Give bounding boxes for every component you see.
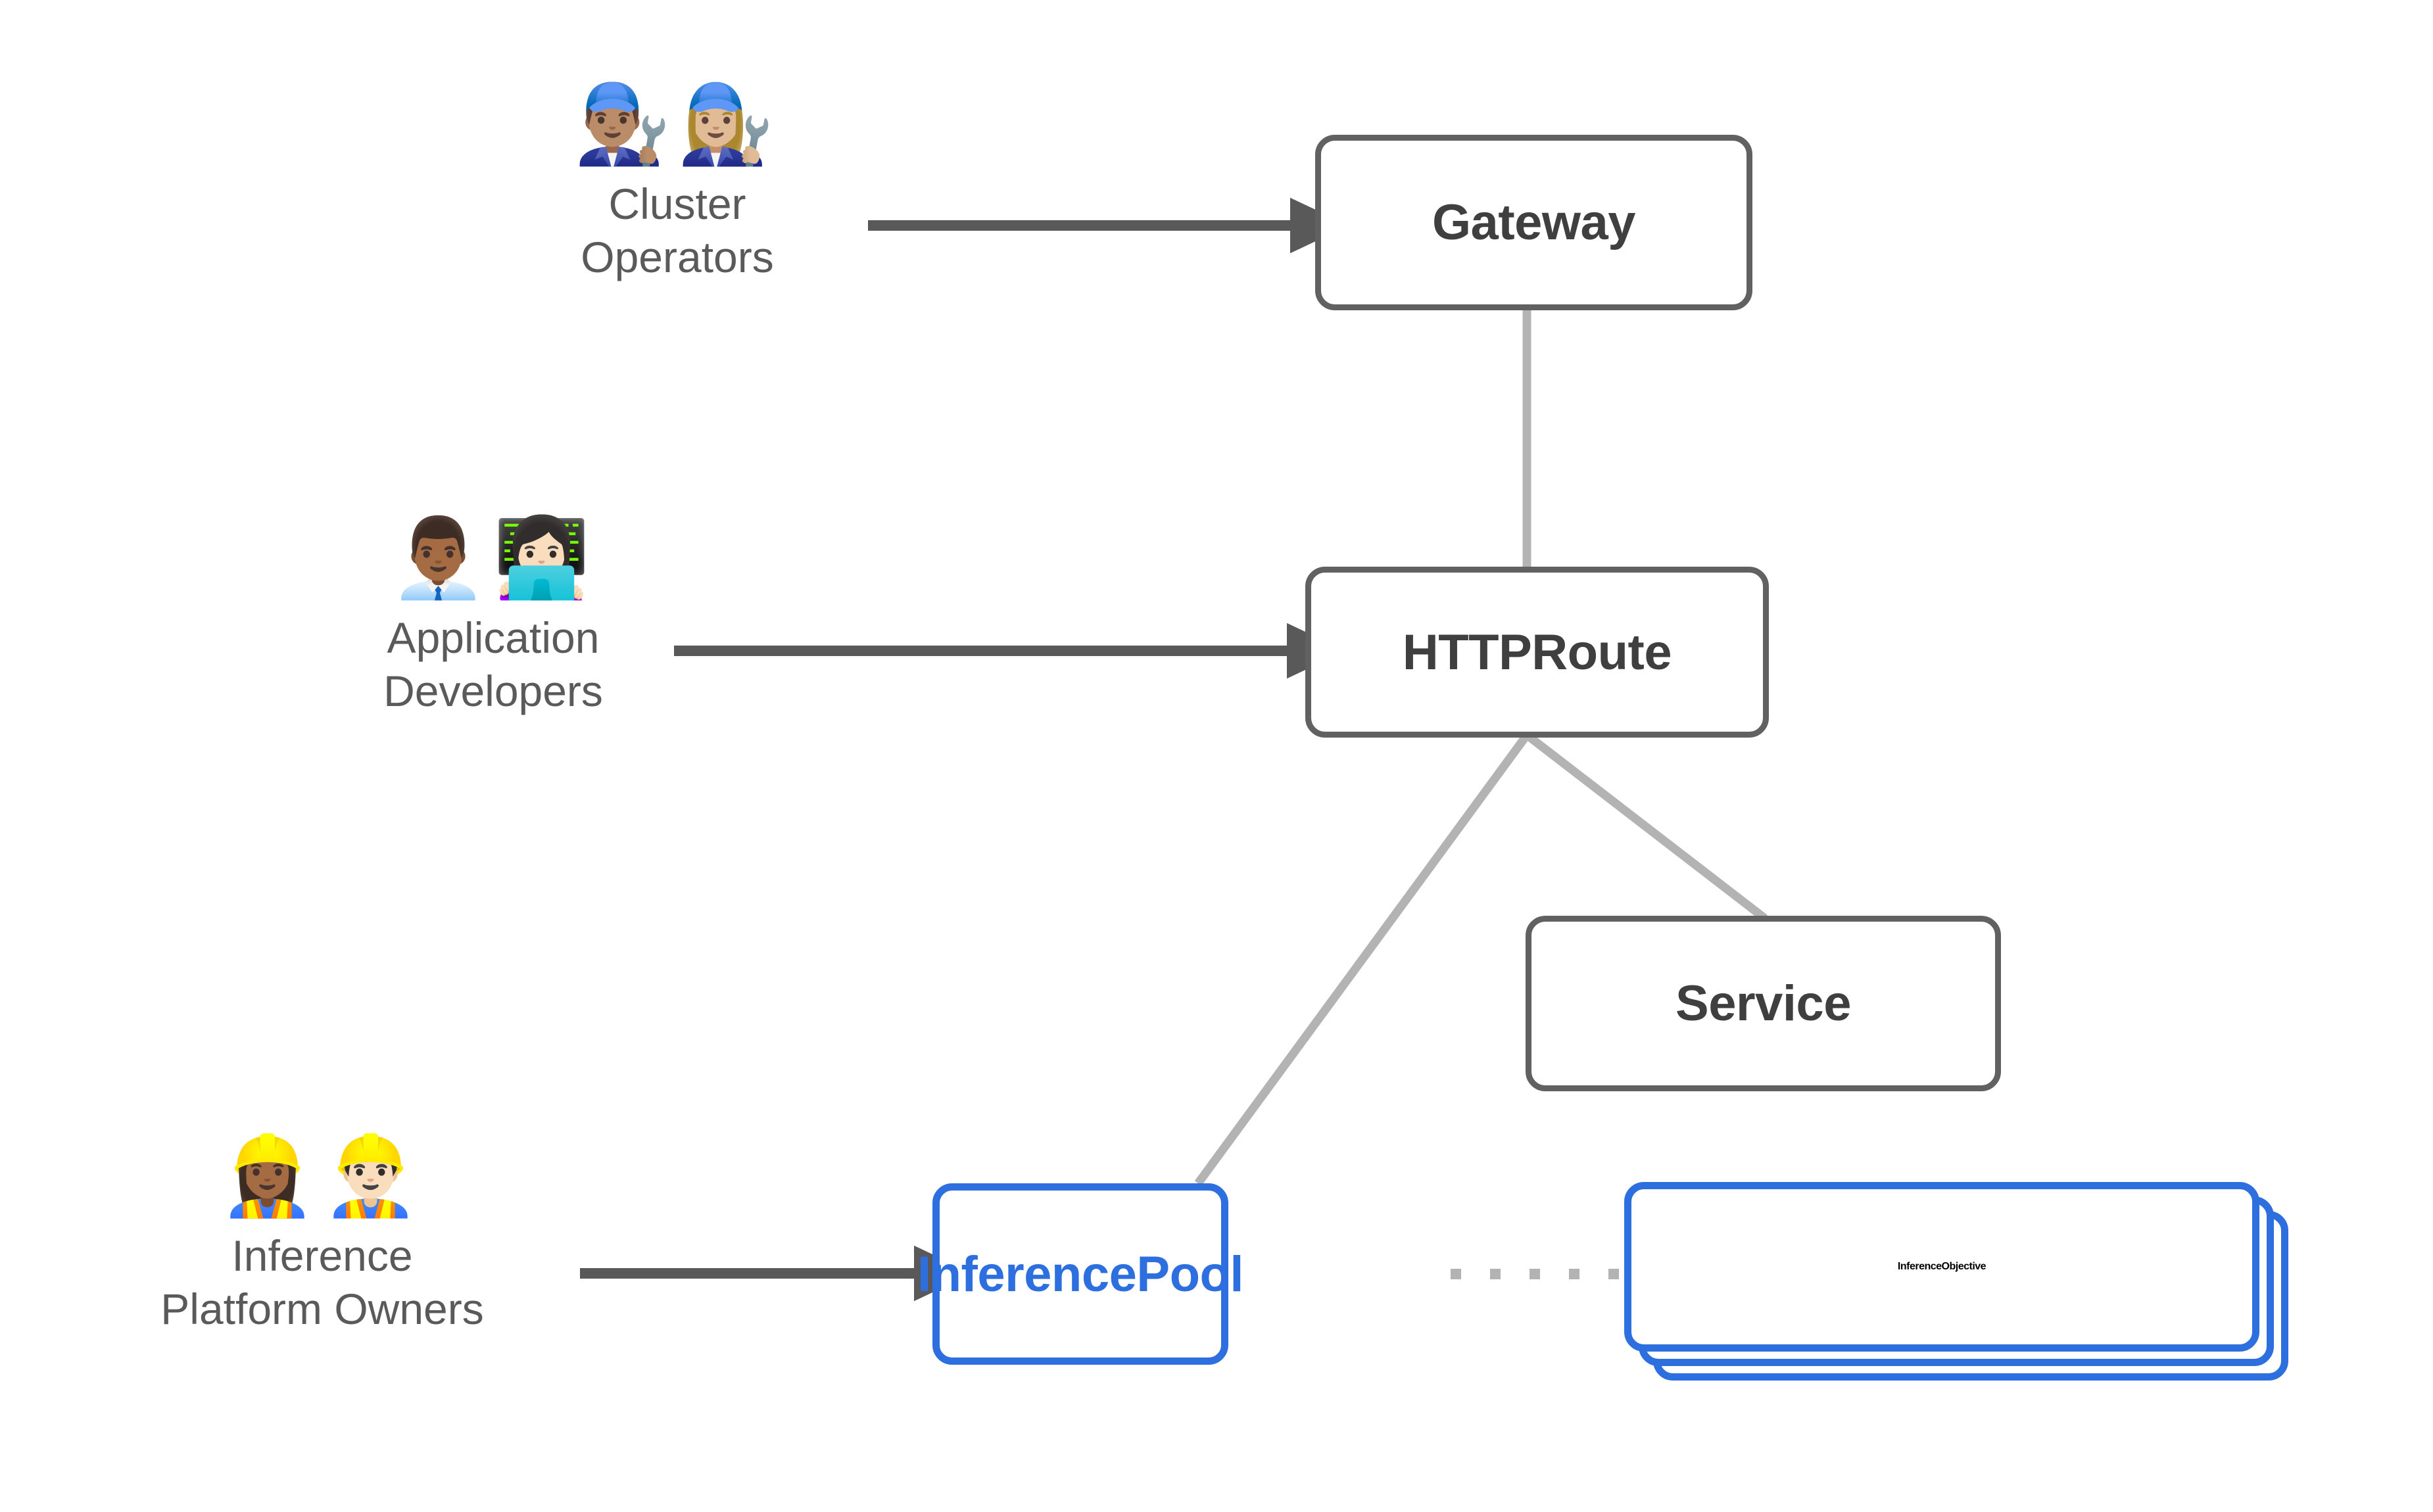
node-service-label: Service <box>1675 976 1851 1031</box>
inference-platform-owners-caption: Inference Platform Owners <box>160 1231 484 1333</box>
node-gateway-label: Gateway <box>1432 195 1636 250</box>
edge-httproute-to-inferencepool <box>1194 732 1531 1186</box>
inferenceobjective-card-front[interactable]: InferenceObjective <box>1624 1182 2259 1352</box>
node-inferencepool[interactable]: InferencePool <box>917 1183 1244 1365</box>
inference-platform-owners-emoji: 👷🏾‍♀️👷🏻‍♂️ <box>219 1133 425 1219</box>
node-httproute[interactable]: HTTPRoute <box>1305 567 1769 738</box>
application-developers-caption: Application Developers <box>383 613 603 715</box>
node-gateway[interactable]: Gateway <box>1315 135 1752 310</box>
node-inferenceobjective-label: InferenceObjective <box>1897 1261 1987 1272</box>
application-developers-emoji: 👨🏾‍💼👩🏻‍💻 <box>390 515 596 602</box>
edge-httproute-to-service <box>1524 731 1768 922</box>
cluster-operators-emoji: 👨🏽‍🔧👩🏼‍🔧 <box>574 81 781 168</box>
actor-cluster-operators: 👨🏽‍🔧👩🏼‍🔧 Cluster Operators <box>519 85 835 283</box>
node-service[interactable]: Service <box>1526 916 2001 1091</box>
actor-inference-platform-owners: 👷🏾‍♀️👷🏻‍♂️ Inference Platform Owners <box>99 1137 546 1335</box>
node-httproute-label: HTTPRoute <box>1402 624 1672 680</box>
node-inferenceobjective-stack[interactable]: InferenceObjective <box>1624 1182 2288 1406</box>
cluster-operators-caption: Cluster Operators <box>581 179 774 281</box>
actor-application-developers: 👨🏾‍💼👩🏻‍💻 Application Developers <box>322 519 664 717</box>
node-inferencepool-label: InferencePool <box>917 1246 1244 1302</box>
